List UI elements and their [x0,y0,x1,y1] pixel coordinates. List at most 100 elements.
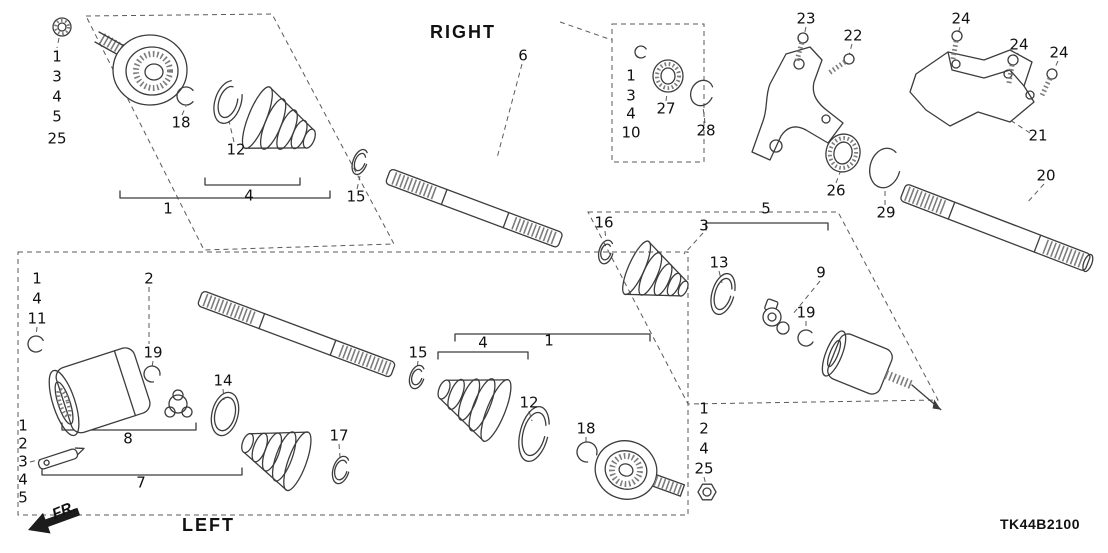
part-callout-24: 24 [951,9,971,28]
part-callout-18: 18 [171,113,191,132]
part-callout-21: 21 [1028,126,1048,145]
part-callout-5: 5 [18,488,28,507]
inboard-joint-left [48,347,151,437]
part-callout-3: 3 [626,86,636,105]
flange-bolt-22 [826,53,855,76]
stop-ring-19-left [143,365,161,383]
part-callout-9: 9 [816,263,826,282]
part-callout-2: 2 [18,434,28,453]
half-shaft-20 [900,184,1094,273]
part-callout-14: 14 [213,371,233,390]
part-callout-4: 4 [478,333,488,352]
right-inboard-group-outline [587,211,939,405]
part-callout-4: 4 [52,87,62,106]
part-callout-4: 4 [18,470,28,489]
part-callout-25: 25 [694,459,714,478]
outer-cv-joint-left [594,440,686,500]
part-callout-8: 8 [123,429,133,448]
part-callout-7: 7 [136,473,146,492]
boot-band-15-right [351,148,369,176]
part-callout-12: 12 [519,393,539,412]
flange-bolt-23 [793,32,809,64]
part-callout-13: 13 [709,253,729,272]
circlip-18-left [576,441,598,463]
boot-band-15-left [408,364,426,390]
clip-small [634,45,648,59]
part-callout-24: 24 [1009,35,1029,54]
part-callout-5: 5 [761,199,771,218]
left-axle-group-outline [17,251,689,516]
boot-band-clip-left [37,447,85,470]
left-side-label: LEFT [182,515,235,535]
part-callout-3: 3 [52,67,62,86]
part-callout-2: 2 [144,269,154,288]
boot-band-17 [331,455,351,485]
part-callout-23: 23 [796,9,816,28]
mounting-bolt-24b [1006,54,1019,85]
spindle-nut-left [697,483,717,501]
part-callout-27: 27 [656,99,676,118]
stop-ring-11 [27,335,45,353]
tripod-spider-9 [762,298,790,335]
circlip-18-right [176,86,196,106]
part-callout-1: 1 [163,199,173,218]
part-callout-15: 15 [408,343,428,362]
inboard-joint-right [821,330,942,411]
set-ring-kit [634,45,715,107]
mounting-bolt-24c [1039,68,1058,97]
part-callout-24: 24 [1049,43,1069,62]
part-callout-1: 1 [32,269,42,288]
part-callout-10: 10 [621,123,641,142]
part-callout-15: 15 [346,187,366,206]
part-callout-22: 22 [843,26,863,45]
part-callout-16: 16 [594,213,614,232]
snap-ring-28 [689,79,715,107]
fr-direction-arrow [28,507,81,534]
part-callout-4: 4 [32,289,42,308]
part-callout-28: 28 [696,121,716,140]
part-callout-12: 12 [226,140,246,159]
part-callout-1: 1 [699,399,709,418]
part-callout-4: 4 [244,186,254,205]
driveshaft-right [385,169,563,248]
spindle-nut-right [52,17,72,37]
part-callout-2: 2 [699,419,709,438]
drawing-code: TK44B2100 [1000,516,1080,532]
half-shaft-bearing-26 [825,133,861,173]
part-callout-19: 19 [143,343,163,362]
part-callout-1: 1 [18,416,28,435]
right-outboard-group-outline [85,13,395,251]
part-callout-29: 29 [876,203,896,222]
boot-band-12-left [518,405,550,463]
part-callout-17: 17 [329,426,349,445]
part-callout-11: 11 [27,309,47,328]
group-outlines [17,13,939,516]
dynamic-damper-14 [210,391,240,437]
inboard-boot-right [622,240,689,297]
part-callout-26: 26 [826,181,846,200]
driveshaft-left [197,291,396,378]
part-callout-4: 4 [626,104,636,123]
part-callout-20: 20 [1036,166,1056,185]
group-brackets [41,177,829,476]
boot-band-13 [710,272,736,316]
outer-cv-joint-right [94,31,188,106]
snap-ring-29 [869,147,901,189]
outboard-boot-left [437,378,512,442]
part-callout-1: 1 [626,66,636,85]
part-callout-5: 5 [52,107,62,126]
tripod-spider-left [164,389,193,418]
part-callout-3: 3 [18,452,28,471]
bearing-support-bracket-21 [909,49,1035,127]
ring-kit-group-outline [611,23,705,163]
part-callout-18: 18 [576,419,596,438]
stop-ring-19-right [797,329,815,347]
part-callout-1: 1 [544,331,554,350]
mounting-bolt-24a [950,30,963,61]
boot-ring-16 [597,239,615,265]
part-callout-3: 3 [699,216,709,235]
part-callout-19: 19 [796,303,816,322]
part-callout-25: 25 [47,129,67,148]
